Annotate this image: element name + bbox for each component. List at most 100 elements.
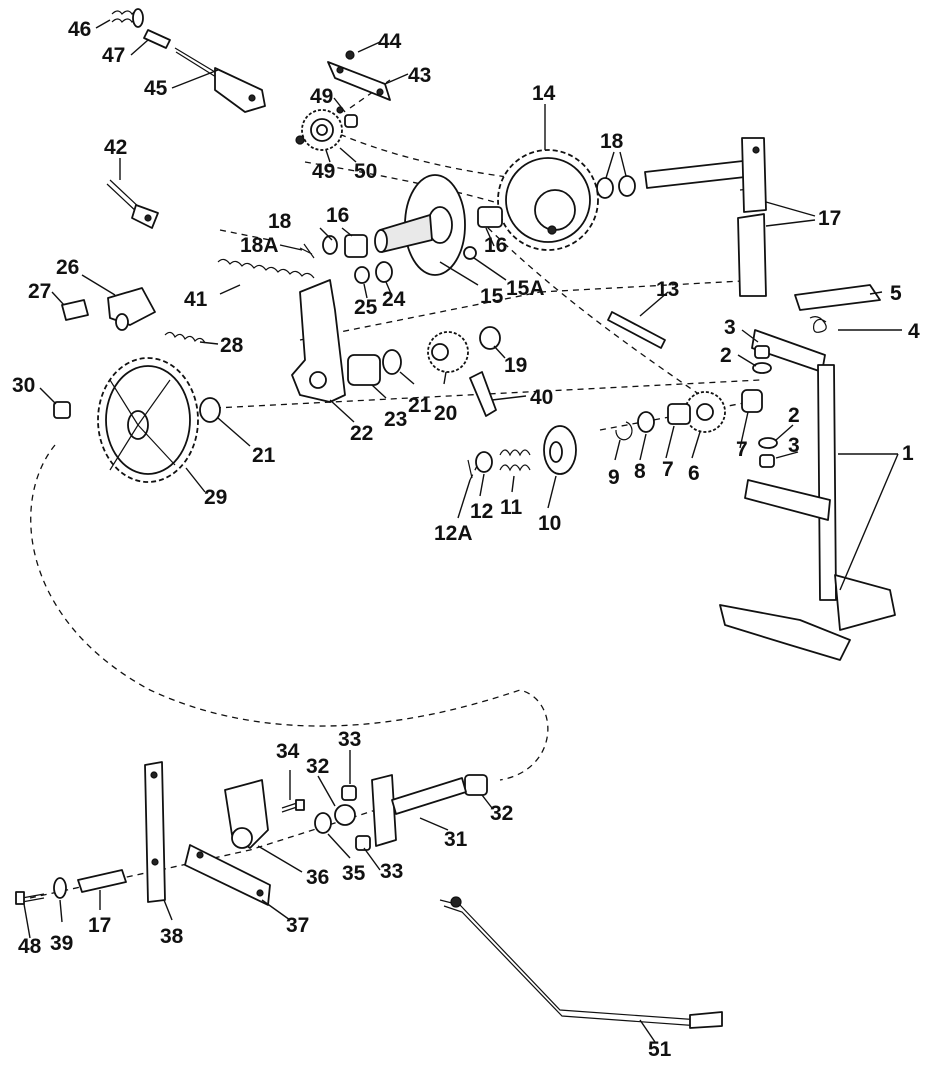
part-15-flange-hub xyxy=(374,174,466,276)
part-8-9-washers xyxy=(615,411,655,441)
callout-11: 11 xyxy=(500,496,523,519)
part-24-25-bushings xyxy=(354,261,393,284)
callout-40: 48 xyxy=(18,935,42,958)
part-51-rod xyxy=(439,896,723,1029)
callout-46: 45 xyxy=(144,77,168,100)
callout-9: 9 xyxy=(608,466,620,489)
callout-30: 30 xyxy=(12,374,35,397)
callout-18-right: 18 xyxy=(600,130,624,153)
part-21-washers xyxy=(199,349,402,423)
callout-5: 5 xyxy=(890,282,902,305)
callout-2-bottom: 2 xyxy=(788,404,800,427)
callout-12: 12 xyxy=(470,500,493,523)
callout-27: 27 xyxy=(28,280,51,303)
callout-19: 19 xyxy=(504,354,527,377)
leader-lines xyxy=(23,19,902,1043)
callout-16-right: 16 xyxy=(484,234,507,257)
part-17-pin xyxy=(77,869,127,893)
callout-22: 22 xyxy=(350,422,373,445)
part-28-spring xyxy=(164,331,206,344)
part-34-screw xyxy=(281,799,305,813)
callout-6: 6 xyxy=(688,462,700,485)
callout-24: 24 xyxy=(382,288,406,311)
part-23-bushing xyxy=(347,354,381,386)
callout-47: 46 xyxy=(68,18,91,41)
part-2-3-bushings xyxy=(752,345,778,468)
part-26-27-bracket-pin xyxy=(61,287,156,331)
part-20-sprocket xyxy=(427,331,469,373)
callout-50: 50 xyxy=(354,160,377,183)
callout-39: 39 xyxy=(50,932,73,955)
callout-4: 4 xyxy=(908,320,920,343)
part-32-bushings xyxy=(334,774,488,826)
part-36-cam xyxy=(224,779,269,849)
callout-3-bottom: 3 xyxy=(788,434,800,457)
part-22-arm xyxy=(291,279,346,403)
callout-49-bottom: 49 xyxy=(312,160,335,183)
callout-21-right: 21 xyxy=(408,394,432,417)
part-13-chain xyxy=(607,311,666,349)
part-35-washer xyxy=(314,812,332,834)
callout-14: 14 xyxy=(532,82,556,105)
part-16-bushings xyxy=(344,206,503,258)
callout-31: 31 xyxy=(444,828,468,851)
callout-25: 25 xyxy=(354,296,378,319)
callout-29: 29 xyxy=(204,486,227,509)
callout-45: 44 xyxy=(378,30,402,53)
callout-44: 43 xyxy=(408,64,431,87)
part-31-shaft xyxy=(371,774,467,847)
part-37-link xyxy=(184,844,271,906)
part-46-yoke-rod xyxy=(174,47,266,113)
part-44-45-bracket xyxy=(327,50,391,101)
part-4-spring xyxy=(809,316,827,333)
part-39-40-washer-bolt xyxy=(15,877,67,905)
part-42-spring xyxy=(217,258,315,279)
part-14-large-sprocket xyxy=(497,149,599,251)
callout-7-left: 7 xyxy=(662,458,674,481)
part-50-small-sprocket xyxy=(295,106,358,151)
callout-15: 15 xyxy=(480,285,504,308)
part-11-12-spring-washer xyxy=(467,449,531,479)
callout-15A: 15A xyxy=(506,277,545,300)
assembly-lines xyxy=(29,79,761,899)
callout-21-left: 21 xyxy=(252,444,276,467)
callout-37: 37 xyxy=(286,914,309,937)
part-41-chain xyxy=(469,371,497,417)
callout-18-left: 18 xyxy=(268,210,292,233)
callout-48: 47 xyxy=(102,44,125,67)
part-48-pin xyxy=(143,29,171,49)
part-47-spring xyxy=(111,8,144,28)
callout-10: 10 xyxy=(538,512,561,535)
part-10-clutch-hub xyxy=(543,425,577,475)
part-43-bolt xyxy=(106,179,159,229)
callout-labels: 46 47 45 44 43 49 49 50 14 18 42 17 18 1… xyxy=(12,18,920,1061)
part-1-shaft-assembly xyxy=(719,329,896,661)
part-5-bracket xyxy=(794,284,881,311)
callout-51: 51 xyxy=(648,1038,672,1061)
part-18A-cotter-pin xyxy=(299,243,315,259)
callout-28: 28 xyxy=(220,334,244,357)
callout-8: 8 xyxy=(634,460,646,483)
part-15A-washer xyxy=(463,246,477,260)
callout-41: 40 xyxy=(530,386,553,409)
callout-33-top: 33 xyxy=(338,728,361,751)
part-19-washer xyxy=(479,326,501,350)
callout-1: 1 xyxy=(902,442,914,465)
callout-20: 20 xyxy=(434,402,457,425)
part-33-bushings xyxy=(341,785,371,851)
callout-43: 42 xyxy=(104,136,127,159)
callout-23: 23 xyxy=(384,408,407,431)
callout-16-left: 16 xyxy=(326,204,349,227)
callout-32-right: 32 xyxy=(490,802,513,825)
callout-26: 26 xyxy=(56,256,79,279)
callout-42: 41 xyxy=(184,288,208,311)
callout-12A: 12A xyxy=(434,522,473,545)
callout-33-bottom: 33 xyxy=(380,860,403,883)
part-17-shaft-bracket xyxy=(644,137,767,297)
callout-35: 35 xyxy=(342,862,366,885)
part-30-bushing xyxy=(53,401,71,419)
callout-7-right: 7 xyxy=(736,438,748,461)
part-38-bracket xyxy=(144,761,166,903)
callout-38: 38 xyxy=(160,925,184,948)
